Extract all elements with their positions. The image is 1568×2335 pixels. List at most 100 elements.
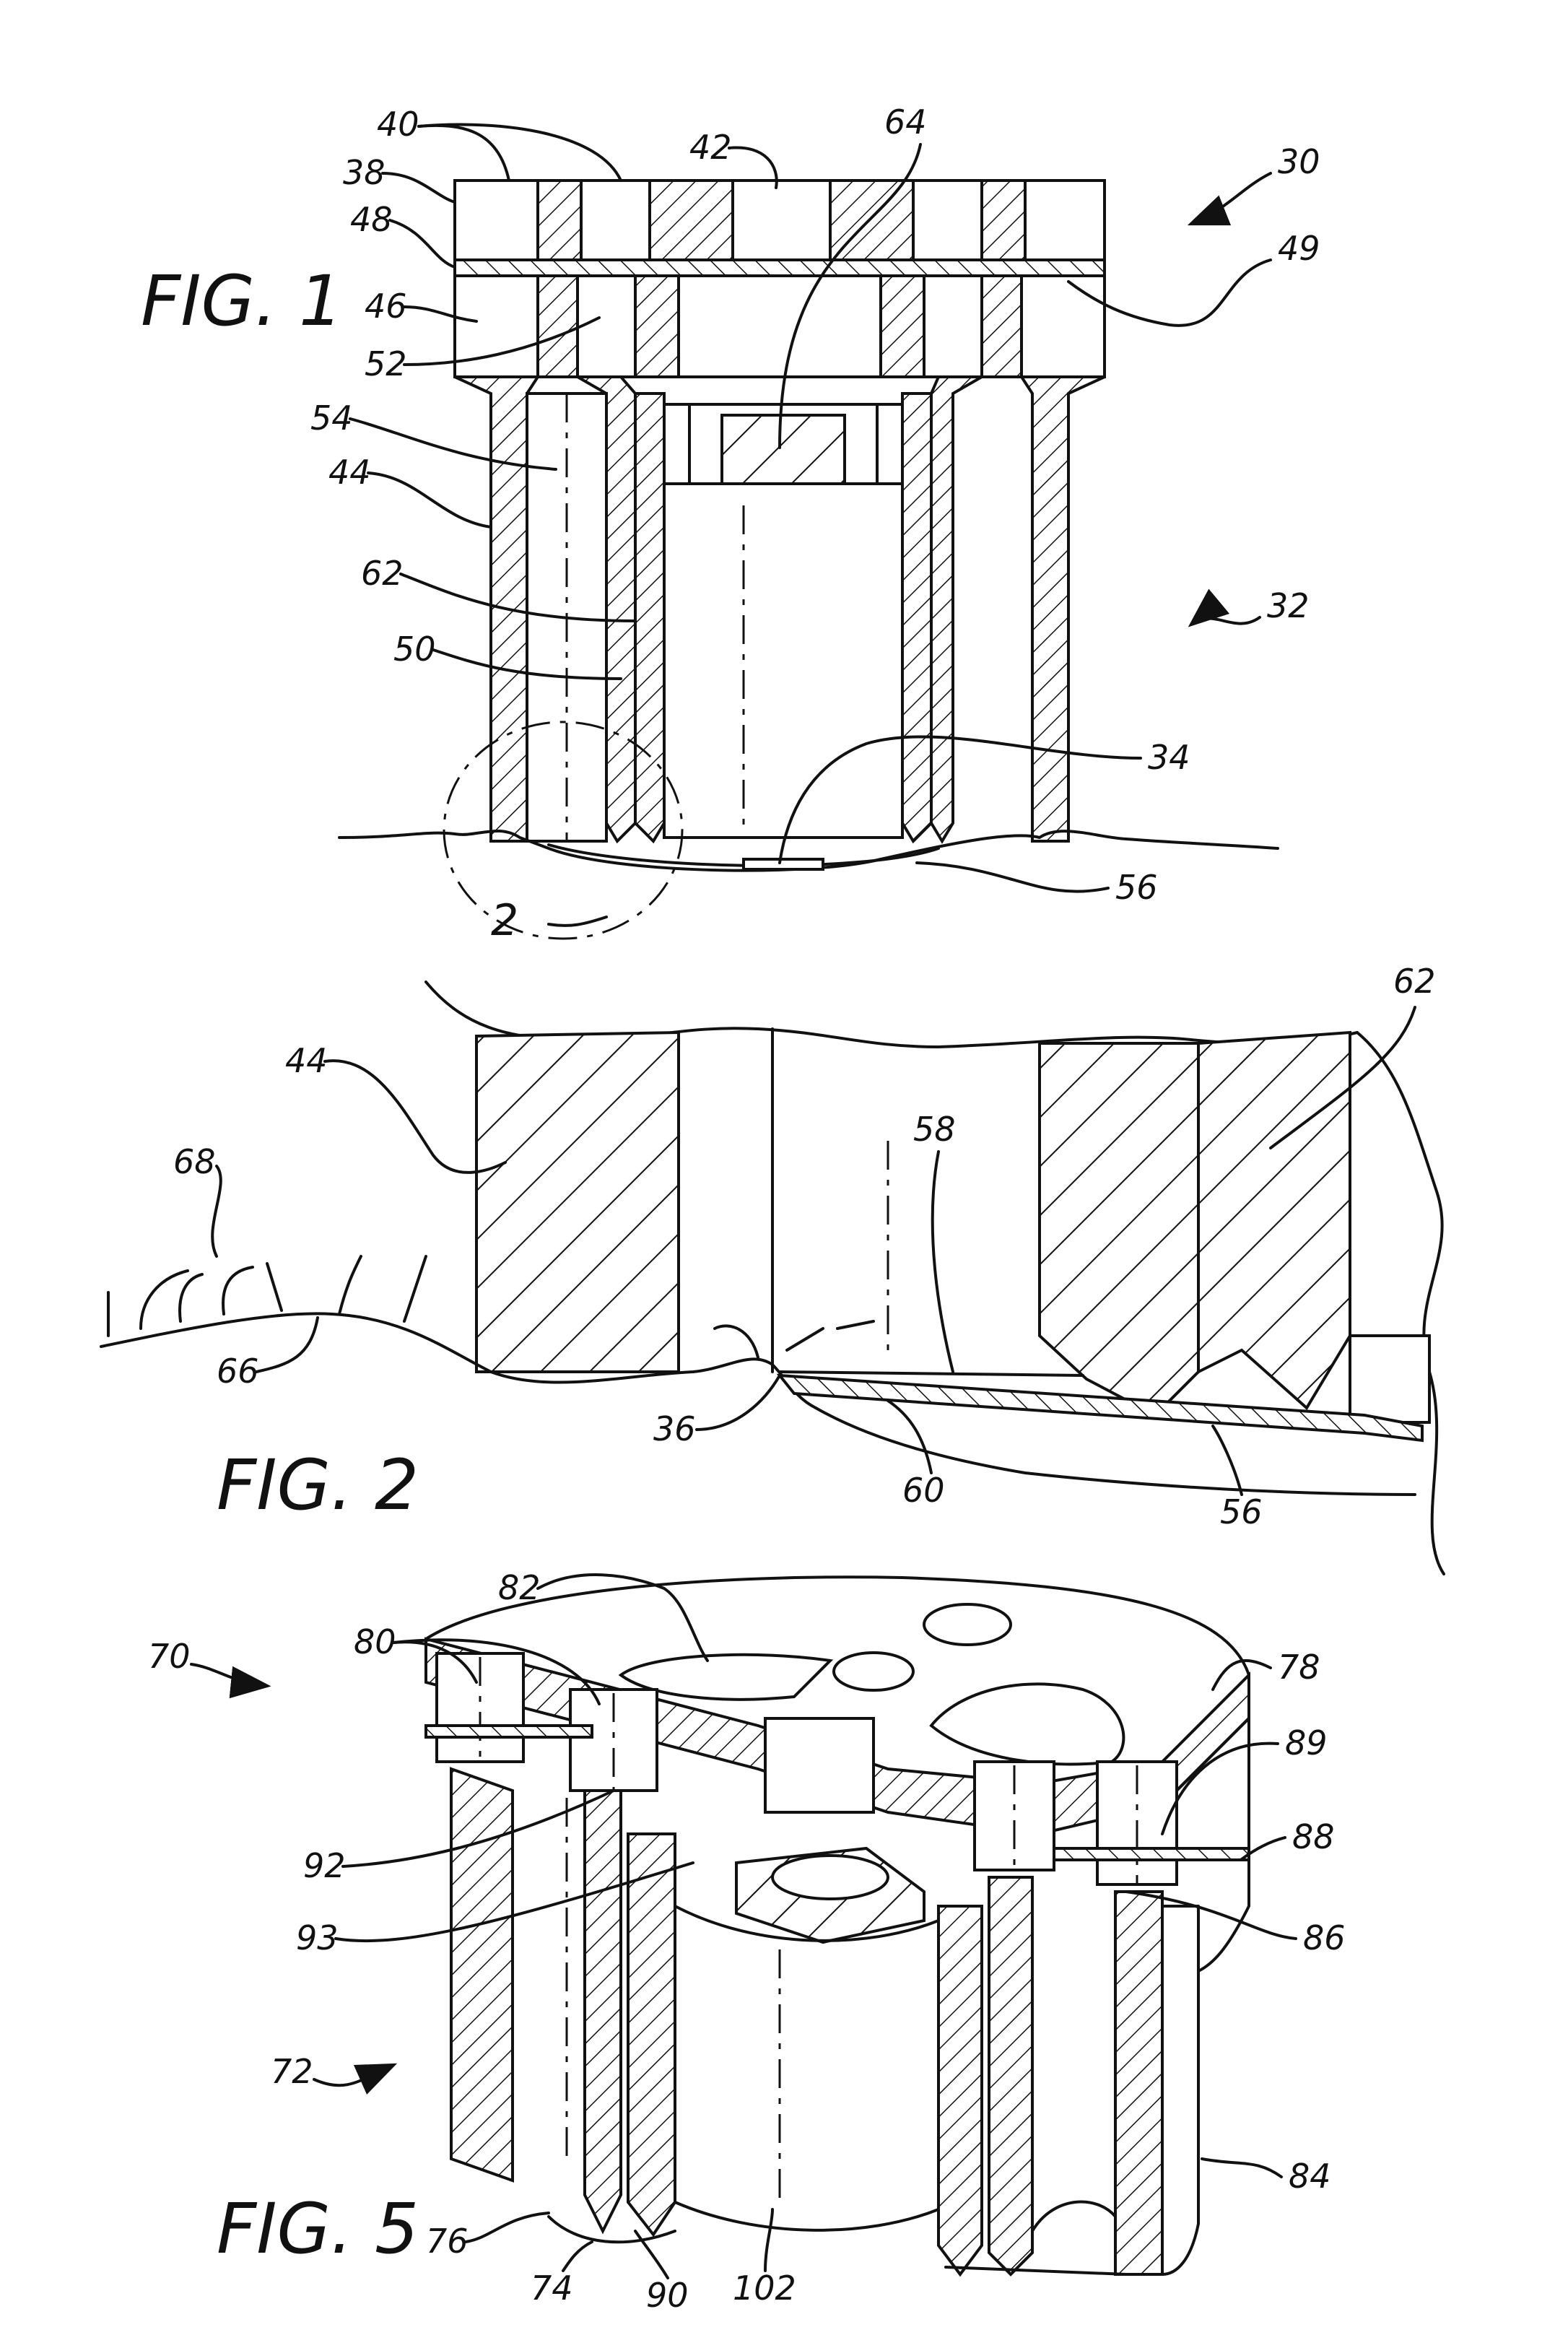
label-49: 49 (1278, 229, 1320, 268)
arrow-70 (191, 1664, 267, 1686)
label-50: 50 (393, 630, 436, 669)
label-92: 92 (303, 1846, 346, 1885)
hair-10 (837, 1321, 874, 1329)
needle-tip-34 (744, 859, 823, 869)
hair-9 (787, 1329, 823, 1350)
label-48: 48 (350, 200, 393, 239)
label-68: 68 (173, 1142, 216, 1181)
label-89: 89 (1285, 1723, 1328, 1762)
housing-hatch-2 (635, 276, 679, 377)
adhesive-left (426, 1726, 592, 1737)
label-40: 40 (377, 105, 419, 144)
figure-5-title: FIG. 5 (217, 2188, 419, 2269)
opening-top-2 (834, 1653, 913, 1690)
leader-38 (383, 173, 455, 202)
arrow-30 (1191, 173, 1271, 224)
housing-hatch-3 (881, 276, 924, 377)
label-56: 56 (1115, 868, 1158, 907)
leader-56 (917, 863, 1108, 892)
bore-center (765, 1718, 874, 1812)
membrane-arc-right (1032, 2202, 1115, 2231)
label-102: 102 (733, 2269, 796, 2308)
label-42: 42 (689, 128, 732, 167)
label-44-fig2: 44 (285, 1041, 328, 1080)
plunger (722, 415, 845, 484)
bore-bottom-curve (675, 2202, 938, 2230)
adhesive-89 (1054, 1848, 1249, 1860)
figure-1-title: FIG. 1 (141, 261, 343, 342)
label-90: 90 (646, 2276, 689, 2315)
inner-wall-right-a (931, 377, 982, 841)
break-line-right (1357, 1032, 1444, 1574)
leader-74 (563, 2242, 592, 2271)
figure-5: FIG. 5 (148, 1568, 1346, 2315)
label-80: 80 (354, 1622, 396, 1661)
leader-60 (888, 1401, 931, 1473)
inner-wall-93 (628, 1834, 675, 2235)
label-72: 72 (271, 2052, 313, 2091)
label-30: 30 (1278, 142, 1320, 181)
hair-3 (180, 1274, 202, 1321)
housing-hatch-4 (982, 276, 1022, 377)
cap-hatch-1 (538, 181, 581, 260)
leader-76 (466, 2213, 549, 2242)
figure-2-title: FIG. 2 (217, 1445, 419, 1526)
hair-8 (715, 1326, 758, 1357)
label-52: 52 (365, 344, 407, 383)
arrow-72 (314, 2065, 393, 2085)
inner-wall-62b (1198, 1032, 1350, 1408)
inner-wall-right-2 (989, 1877, 1032, 2274)
cap-hatch-4 (982, 181, 1025, 260)
cap-hatch-2 (650, 181, 733, 260)
label-93: 93 (296, 1918, 339, 1957)
label-76: 76 (426, 2222, 469, 2261)
hair-4 (223, 1267, 253, 1314)
leader-48 (390, 220, 455, 267)
outer-wall-44 (476, 1032, 679, 1372)
figure-2: FIG. 2 44 62 68 (101, 962, 1444, 1574)
leader-36 (697, 1375, 780, 1430)
label-64: 64 (884, 103, 927, 142)
leader-58 (933, 1152, 953, 1372)
arrow-32 (1191, 617, 1260, 625)
arrow-2 (549, 917, 606, 926)
label-62: 62 (361, 554, 404, 593)
skin-surface-66 (101, 1313, 816, 1408)
inner-wall-right-1 (938, 1906, 982, 2274)
inner-wall-right-b (902, 393, 931, 841)
leader-66 (256, 1318, 318, 1372)
label-58: 58 (913, 1110, 956, 1149)
label-38: 38 (343, 153, 386, 192)
opening-top-1 (924, 1604, 1011, 1645)
label-86: 86 (1303, 1918, 1346, 1957)
adhesive-layer (455, 260, 1105, 276)
label-46: 46 (365, 287, 407, 326)
leader-40a (419, 126, 509, 181)
label-78: 78 (1278, 1648, 1320, 1687)
label-74: 74 (531, 2269, 573, 2308)
leader-40b (419, 125, 621, 181)
label-32: 32 (1267, 586, 1310, 625)
label-44: 44 (328, 453, 371, 492)
inner-wall-62a (1040, 1043, 1198, 1415)
label-60: 60 (902, 1471, 945, 1510)
membrane-right (946, 2267, 1126, 2274)
membrane-top-58 (780, 1372, 1083, 1375)
label-66: 66 (217, 1352, 259, 1391)
leader-44 (368, 473, 491, 527)
hair-6 (339, 1256, 361, 1314)
outer-wall-left (455, 377, 538, 841)
inner-wall-92 (585, 1791, 621, 2231)
opening-top-3 (931, 1684, 1123, 1764)
outer-wall-left-fig5 (451, 1769, 513, 2180)
label-82: 82 (498, 1568, 541, 1607)
figure-1: FIG. 1 (141, 103, 1320, 946)
label-56-fig2: 56 (1220, 1492, 1263, 1531)
leader-84 (1202, 2159, 1281, 2177)
label-2: 2 (491, 895, 518, 946)
label-70: 70 (148, 1637, 191, 1676)
hair-7 (404, 1256, 426, 1321)
outer-wall-right-face (1162, 1906, 1198, 2274)
label-54: 54 (310, 399, 353, 438)
right-gap (1350, 1336, 1429, 1422)
